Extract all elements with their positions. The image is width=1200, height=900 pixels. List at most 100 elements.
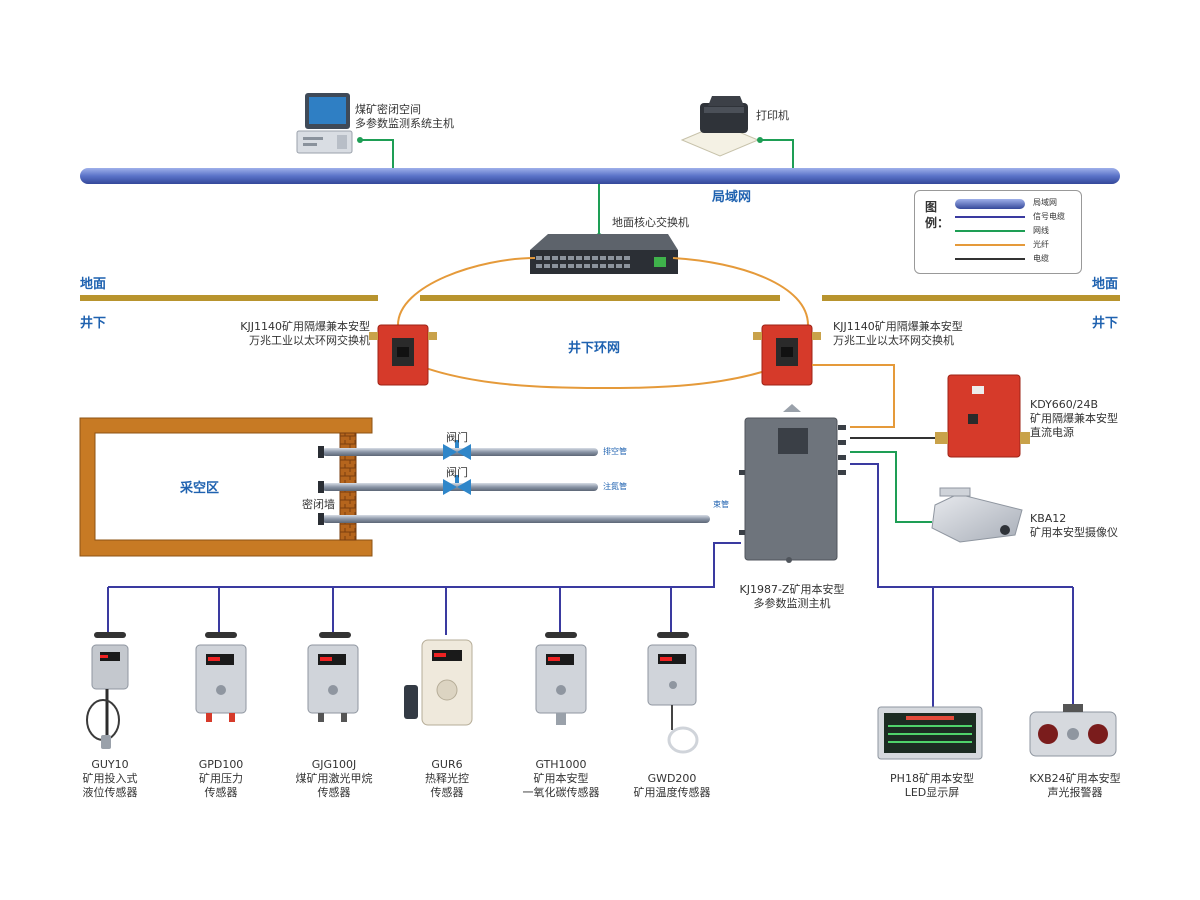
main-unit-icon [739,404,846,563]
underground-label-left: 井下 [80,316,107,331]
legend-swatch-fiber [955,244,1025,246]
camera-icon [931,487,1023,543]
camera-label-1: KBA12 [1030,512,1067,525]
sensor-5-label-2: 矿用本安型 [533,772,589,785]
ring-switch-left-icon [369,324,437,386]
host-ethernet-line [360,139,394,168]
sensor-6-label-2: 矿用温度传感器 [633,786,711,799]
legend-item-power: 电缆 [955,253,1075,265]
core-switch-label: 地面核心交换机 [612,216,689,229]
printer-icon [680,96,760,157]
lan-label: 局域网 [712,190,752,205]
camera-ethernet-line [850,451,932,523]
sensor-3-icon [307,632,359,722]
fiber-ring-top [397,257,536,326]
legend-swatch-signal [955,216,1025,218]
legend-item-lan: 局域网 [955,197,1075,209]
sensor-4-label-2: 热释光控 [425,772,469,785]
sensor-2-icon [195,632,247,722]
sensor-3-label-2: 煤矿用激光甲烷 [295,772,373,785]
sensor-1-label-2: 矿用投入式 [82,772,138,785]
legend-item-fiber: 光纤 [955,239,1075,251]
ground-line-left [80,295,378,301]
fiber-ring-bottom [409,361,791,389]
nitrogen-pipe-label: 注氮管 [603,482,627,491]
surface-label-left: 地面 [80,277,107,292]
switch-left-label-1: KJJ1140矿用隔爆兼本安型 [240,320,370,333]
ground-line-middle [420,295,780,301]
network-switch-icon [530,234,678,274]
ring-switch-right-icon [753,324,821,386]
bundle-tube [322,515,710,523]
valve-1-icon [443,440,471,460]
goaf-area-label: 采空区 [180,481,220,496]
signal-to-outputs [850,463,1073,588]
sensor-3-label-3: 传感器 [317,786,351,799]
legend-item-ethernet: 网线 [955,225,1075,237]
ground-line-right [822,295,1120,301]
bundle-tube-label: 束管 [713,500,729,509]
sensor-3-label-1: GJG100J [311,758,357,771]
sensor-6-label-1: GWD200 [647,772,697,785]
switch-left-label-2: 万兆工业以太环网交换机 [249,334,370,347]
legend-title: 图例： [925,200,950,230]
legend-label-signal: 信号电缆 [1033,212,1065,221]
sensor-2-label-3: 传感器 [204,786,238,799]
led-label-2: LED显示屏 [904,786,960,799]
lan-backbone [80,168,1120,184]
underground-label-right: 井下 [1092,316,1119,331]
legend-label-fiber: 光纤 [1033,240,1049,249]
valve-2-label: 阀门 [446,466,468,479]
legend-label-lan: 局域网 [1033,198,1057,207]
ring-label: 井下环网 [568,341,621,356]
sensor-5-label-3: 一氧化碳传感器 [522,786,600,799]
sensor-4-label-3: 传感器 [430,786,464,799]
sensor-4-label-1: GUR6 [431,758,463,771]
fiber-ring-top-right [672,257,809,326]
signal-bus-sensors [108,542,741,588]
valve-2-icon [443,475,471,495]
legend-label-power: 电缆 [1033,254,1049,263]
sensor-1-label-1: GUY10 [91,758,129,771]
legend-label-ethernet: 网线 [1033,226,1049,235]
legend-swatch-ethernet [955,230,1025,232]
legend-swatch-power [955,258,1025,260]
power-label-1: KDY660/24B [1030,398,1099,411]
led-label-1: PH18矿用本安型 [890,772,974,785]
sensor-4-icon [404,639,473,726]
switch-right-label-2: 万兆工业以太环网交换机 [833,334,954,347]
alarm-icon [1029,704,1117,757]
sensor-6-icon [647,632,699,754]
sensor-2-label-2: 矿用压力 [199,772,243,785]
surface-label-right: 地面 [1092,277,1119,292]
power-supply-icon [935,374,1030,458]
sensor-1-icon [86,632,129,749]
seal-wall-label: 密闭墙 [302,498,335,511]
valve-1-label: 阀门 [446,431,468,444]
alarm-label-1: KXB24矿用本安型 [1029,772,1121,785]
led-display-icon [877,706,983,760]
power-label-2: 矿用隔爆兼本安型 [1030,412,1118,425]
goaf-frame [79,417,373,557]
main-unit-label-1: KJ1987-Z矿用本安型 [739,583,845,596]
printer-ethernet-line [760,139,794,168]
sensor-1-label-3: 液位传感器 [82,786,138,799]
exhaust-pipe-label: 排空管 [603,447,627,456]
host-pc-label-1: 煤矿密闭空间 [355,103,421,116]
switch-right-label-1: KJJ1140矿用隔爆兼本安型 [833,320,963,333]
host-pc-label-2: 多参数监测系统主机 [355,117,454,130]
sensor-5-label-1: GTH1000 [535,758,587,771]
legend: 图例： 局域网 信号电缆 网线 光纤 电缆 [914,190,1082,274]
legend-swatch-lan [955,199,1025,209]
computer-icon [296,93,353,154]
fiber-to-main-unit [812,364,895,428]
printer-label: 打印机 [756,109,789,122]
legend-item-signal: 信号电缆 [955,211,1075,223]
power-label-3: 直流电源 [1030,426,1074,439]
sensor-2-label-1: GPD100 [198,758,244,771]
alarm-label-2: 声光报警器 [1047,786,1103,799]
sensor-5-icon [535,632,587,725]
main-unit-label-2: 多参数监测主机 [753,597,831,610]
